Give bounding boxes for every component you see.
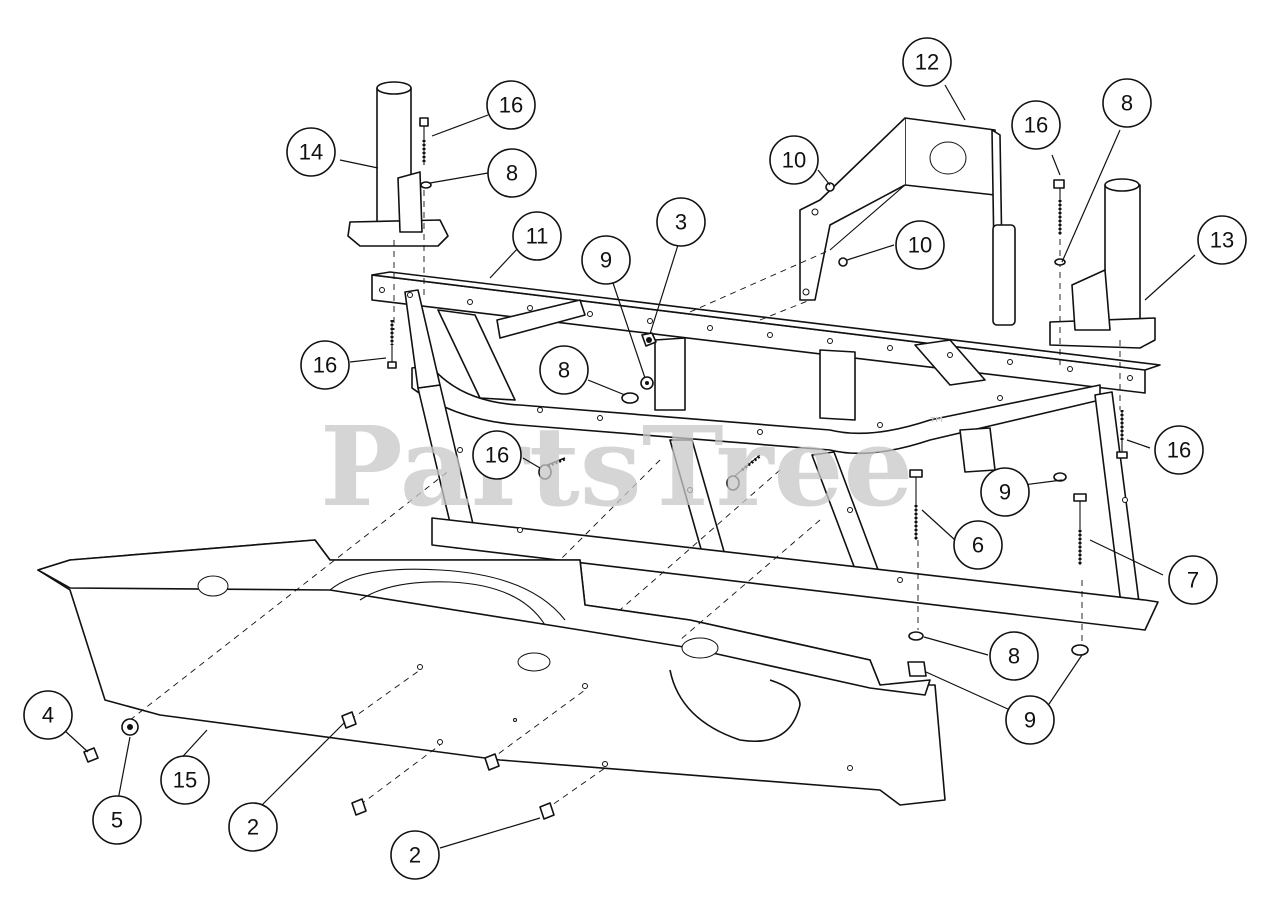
svg-text:2: 2 bbox=[409, 843, 421, 868]
svg-text:5: 5 bbox=[111, 808, 123, 833]
svg-text:10: 10 bbox=[908, 233, 932, 258]
svg-text:16: 16 bbox=[1024, 113, 1048, 138]
mounting-bracket bbox=[799, 117, 1016, 326]
svg-text:9: 9 bbox=[1024, 708, 1036, 733]
svg-text:10: 10 bbox=[782, 148, 806, 173]
callout-16: 16 bbox=[486, 80, 536, 130]
svg-text:8: 8 bbox=[558, 358, 570, 383]
callout-9: 9 bbox=[581, 235, 631, 285]
svg-text:2: 2 bbox=[247, 815, 259, 840]
svg-text:4: 4 bbox=[42, 703, 54, 728]
svg-text:16: 16 bbox=[499, 93, 523, 118]
callout-8: 8 bbox=[487, 148, 537, 198]
callout-10: 10 bbox=[769, 135, 819, 185]
callout-16: 16 bbox=[300, 340, 350, 390]
svg-text:16: 16 bbox=[485, 443, 509, 468]
svg-text:3: 3 bbox=[675, 210, 687, 235]
callout-11: 11 bbox=[512, 211, 562, 261]
callout-9: 9 bbox=[1005, 695, 1055, 745]
callout-2: 2 bbox=[228, 802, 278, 852]
callout-4: 4 bbox=[23, 690, 73, 740]
callout-6: 6 bbox=[953, 520, 1003, 570]
callout-9: 9 bbox=[980, 467, 1030, 517]
svg-text:8: 8 bbox=[1008, 644, 1020, 669]
callout-14: 14 bbox=[286, 127, 336, 177]
svg-text:9: 9 bbox=[999, 480, 1011, 505]
callout-8: 8 bbox=[539, 345, 589, 395]
leader-lines bbox=[63, 84, 1196, 849]
watermark: PartsTree ™ bbox=[320, 402, 946, 531]
svg-text:16: 16 bbox=[1167, 438, 1191, 463]
callout-10: 10 bbox=[895, 220, 945, 270]
callout-16: 16 bbox=[1011, 100, 1061, 150]
svg-text:9: 9 bbox=[600, 248, 612, 273]
watermark-text: PartsTree bbox=[320, 402, 914, 531]
svg-text:11: 11 bbox=[526, 224, 549, 249]
callout-7: 7 bbox=[1168, 555, 1218, 605]
watermark-trademark: ™ bbox=[928, 414, 946, 435]
svg-text:8: 8 bbox=[1121, 91, 1133, 116]
frame-holes bbox=[379, 287, 1133, 583]
svg-text:15: 15 bbox=[173, 768, 197, 793]
svg-text:16: 16 bbox=[313, 353, 337, 378]
assembly-lines bbox=[129, 190, 1121, 811]
svg-text:12: 12 bbox=[915, 50, 939, 75]
left-caster-mount bbox=[347, 81, 449, 247]
callout-13: 13 bbox=[1197, 215, 1247, 265]
svg-text:13: 13 bbox=[1210, 228, 1234, 253]
svg-text:14: 14 bbox=[299, 140, 323, 165]
callout-3: 3 bbox=[656, 197, 706, 247]
callout-15: 15 bbox=[160, 755, 210, 805]
bottom-plate bbox=[37, 539, 946, 806]
main-frame bbox=[371, 271, 1161, 631]
right-caster-mount bbox=[1049, 178, 1156, 349]
callout-12: 12 bbox=[902, 37, 952, 87]
callout-8: 8 bbox=[1102, 78, 1152, 128]
callout-8: 8 bbox=[989, 631, 1039, 681]
callout-2: 2 bbox=[390, 830, 440, 880]
callout-16: 16 bbox=[472, 430, 522, 480]
svg-text:8: 8 bbox=[506, 161, 518, 186]
svg-text:7: 7 bbox=[1187, 568, 1199, 593]
callout-16: 16 bbox=[1154, 425, 1204, 475]
svg-text:6: 6 bbox=[972, 533, 984, 558]
callout-labels: 12 16 14 8 10 16 8 3 11 9 10 13 16 8 16 … bbox=[23, 37, 1247, 880]
hardware bbox=[83, 117, 1128, 820]
callout-5: 5 bbox=[92, 795, 142, 845]
